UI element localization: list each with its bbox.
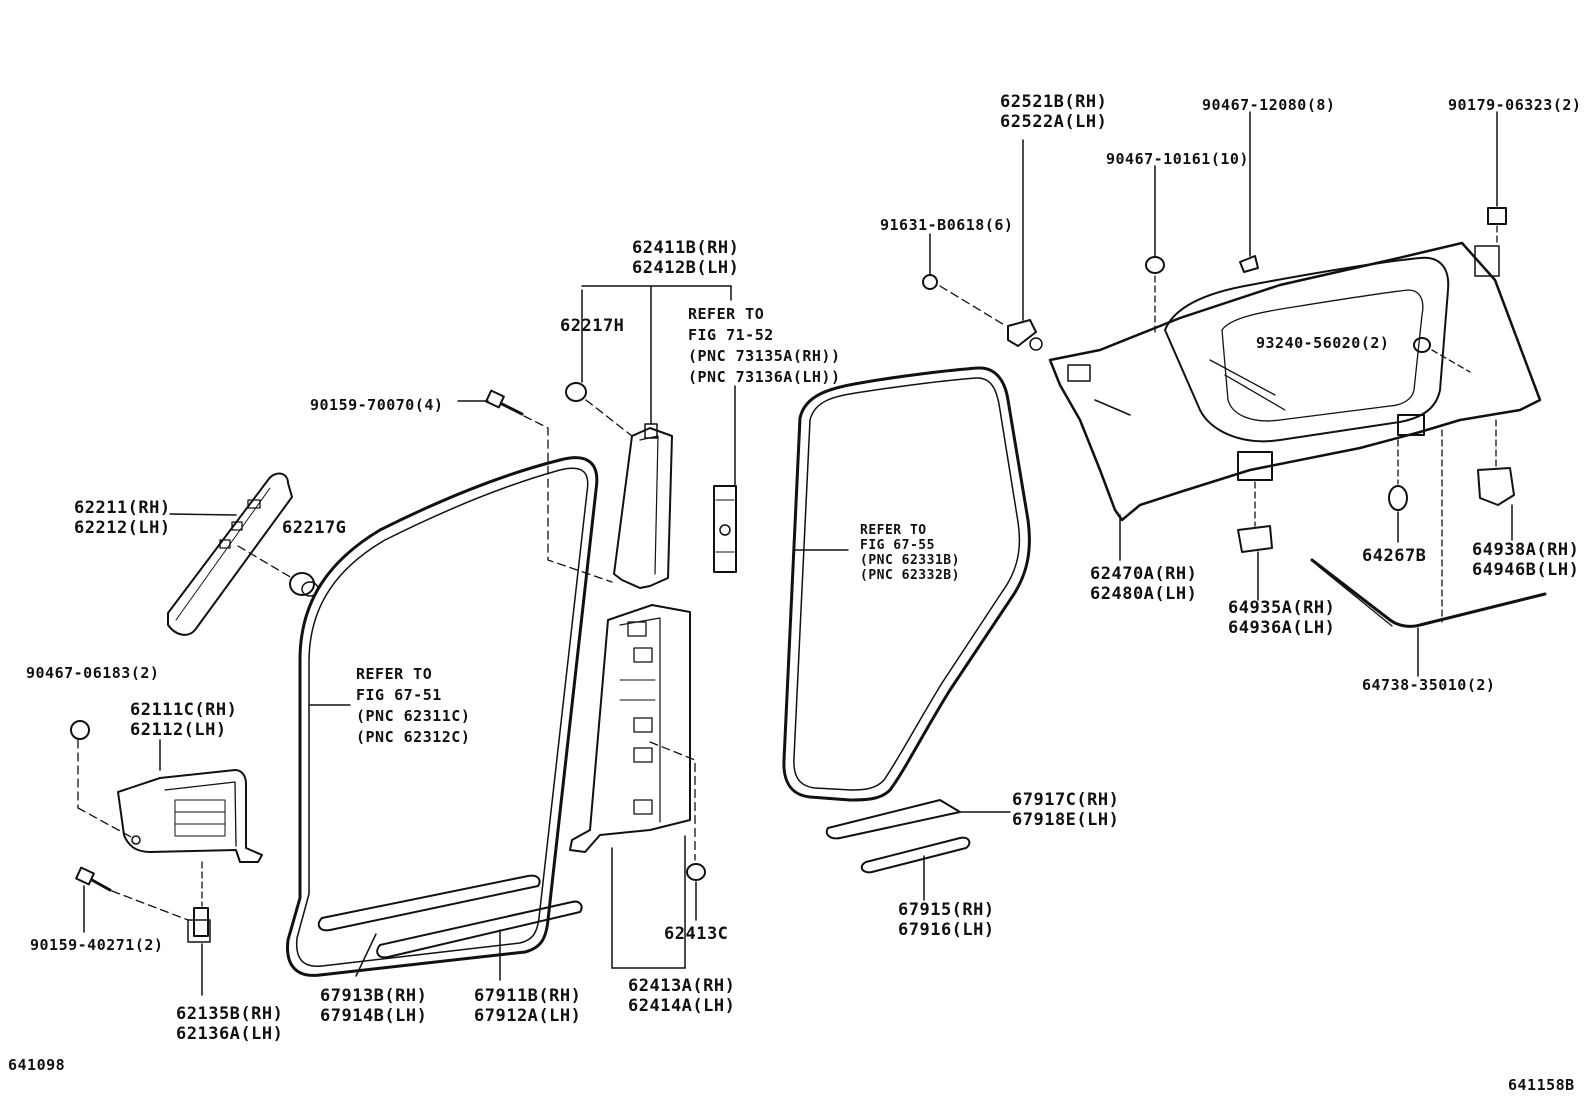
label-line: REFER TO <box>688 305 765 323</box>
label-line: 67918E(LH) <box>1012 810 1120 830</box>
label-line: 62414A(LH) <box>628 996 736 1016</box>
scuff-plates-front <box>317 874 583 981</box>
label-line: 62480A(LH) <box>1090 584 1198 604</box>
label-62111: 62111C(RH) 62112(LH) <box>130 700 237 740</box>
quarter-lower-parts <box>1237 419 1515 623</box>
quarter-clips-top <box>1145 111 1507 373</box>
label-line: 62111C(RH) <box>130 700 238 720</box>
label-line: (PNC 73135A(RH)) <box>688 347 841 365</box>
label-90467-12080: 90467-12080(8) <box>1202 96 1336 114</box>
label-line: 62412B(LH) <box>632 258 740 278</box>
bolt-90159-70070 <box>457 389 613 583</box>
label-line: FIG 67-55 <box>860 538 935 553</box>
label-64738-35010: 64738-35010(2) <box>1362 676 1496 694</box>
label-64935: 64935A(RH) 64936A(LH) <box>1228 598 1335 638</box>
label-line: 64935A(RH) <box>1228 598 1336 618</box>
clip-62413c <box>686 863 706 921</box>
label-62135: 62135B(RH) 62136A(LH) <box>176 1004 283 1044</box>
label-62521: 62521B(RH) 62522A(LH) <box>1000 92 1107 132</box>
label-line: 67916(LH) <box>898 920 995 940</box>
label-line: 62211(RH) <box>74 498 171 518</box>
label-93240-56020: 93240-56020(2) <box>1256 334 1390 352</box>
label-67917: 67917C(RH) 67918E(LH) <box>1012 790 1119 830</box>
label-line: 62413A(RH) <box>628 976 736 996</box>
moulding-64738 <box>1310 558 1547 677</box>
front-door-weatherstrip <box>286 456 599 977</box>
label-64267b: 64267B <box>1362 546 1427 566</box>
label-line: 62112(LH) <box>130 720 227 740</box>
label-line: (PNC 62332B) <box>860 568 960 583</box>
label-line: 64936A(LH) <box>1228 618 1336 638</box>
hinge-62135 <box>187 861 211 996</box>
label-62217g: 62217G <box>282 518 347 538</box>
label-line: 67915(RH) <box>898 900 995 920</box>
label-62413a: 62413A(RH) 62414A(LH) <box>628 976 735 1016</box>
label-line: REFER TO <box>356 665 433 683</box>
label-line: (PNC 73136A(LH)) <box>688 368 841 386</box>
label-line: 62411B(RH) <box>632 238 740 258</box>
label-line: 62521B(RH) <box>1000 92 1108 112</box>
label-67911: 67911B(RH) 67912A(LH) <box>474 986 581 1026</box>
label-refer-fig67-55: REFER TO FIG 67-55 (PNC 62331B) (PNC 623… <box>860 523 960 583</box>
label-refer-fig71-52: REFER TO FIG 71-52 (PNC 73135A(RH)) (PNC… <box>688 304 841 388</box>
scuff-plates-rear <box>825 799 1011 901</box>
label-62217h: 62217H <box>560 316 625 336</box>
seat-belt-cover <box>713 385 737 573</box>
label-line: (PNC 62312C) <box>356 728 471 746</box>
label-line: 64938A(RH) <box>1472 540 1580 560</box>
rear-door-weatherstrip <box>782 366 1031 802</box>
label-line: 62135B(RH) <box>176 1004 284 1024</box>
label-line: FIG 71-52 <box>688 326 774 344</box>
label-line: 62212(LH) <box>74 518 171 538</box>
label-62413c: 62413C <box>664 924 729 944</box>
center-pillar-upper-garnish <box>581 285 732 589</box>
cowl-side-trim <box>117 739 263 863</box>
label-line: 62136A(LH) <box>176 1024 284 1044</box>
label-90467-10161: 90467-10161(10) <box>1106 150 1249 168</box>
clip-90467-06183 <box>70 720 134 839</box>
figure-code-left: 641098 <box>8 1056 66 1074</box>
label-line: 67914B(LH) <box>320 1006 428 1026</box>
label-line: 62470A(RH) <box>1090 564 1198 584</box>
label-line: (PNC 62311C) <box>356 707 471 725</box>
label-line: 67913B(RH) <box>320 986 428 1006</box>
label-refer-fig67-51: REFER TO FIG 67-51 (PNC 62311C) (PNC 623… <box>356 664 470 748</box>
label-64938: 64938A(RH) 64946B(LH) <box>1472 540 1579 580</box>
clip-62521 <box>922 139 1043 351</box>
label-62470: 62470A(RH) 62480A(LH) <box>1090 564 1197 604</box>
front-pillar-garnish <box>167 472 293 636</box>
label-62411: 62411B(RH) 62412B(LH) <box>632 238 739 278</box>
clip-62217h <box>565 289 633 437</box>
label-62211: 62211(RH) 62212(LH) <box>74 498 171 538</box>
bolt-90159-40271 <box>75 866 189 933</box>
figure-code-right: 641158B <box>1508 1076 1575 1094</box>
label-line: 67917C(RH) <box>1012 790 1120 810</box>
label-line: FIG 67-51 <box>356 686 442 704</box>
label-90179-06323: 90179-06323(2) <box>1448 96 1582 114</box>
label-91631-b0618: 91631-B0618(6) <box>880 216 1014 234</box>
label-line: 67912A(LH) <box>474 1006 582 1026</box>
label-67913: 67913B(RH) 67914B(LH) <box>320 986 427 1026</box>
label-line: 67911B(RH) <box>474 986 582 1006</box>
label-90159-40271: 90159-40271(2) <box>30 936 164 954</box>
label-line: (PNC 62331B) <box>860 553 960 568</box>
quarter-trim-panel <box>1048 241 1542 561</box>
label-line: REFER TO <box>860 523 927 538</box>
label-line: 64946B(LH) <box>1472 560 1580 580</box>
label-line: 62522A(LH) <box>1000 112 1108 132</box>
label-90159-70070: 90159-70070(4) <box>310 396 444 414</box>
label-90467-06183: 90467-06183(2) <box>26 664 160 682</box>
label-67915: 67915(RH) 67916(LH) <box>898 900 995 940</box>
center-pillar-lower-garnish <box>569 604 696 969</box>
clip-62217g <box>237 545 319 597</box>
